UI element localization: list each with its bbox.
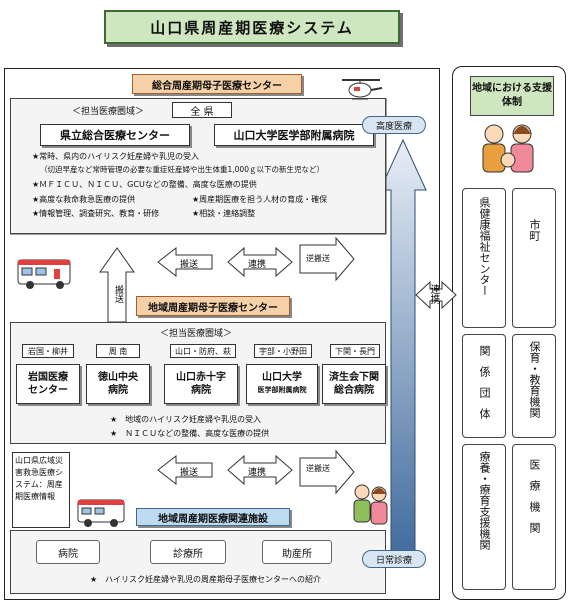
regional-center-label: 地域周産期母子医療センター	[136, 296, 290, 316]
helicopter-icon	[342, 79, 383, 100]
family-support-icon	[482, 124, 534, 173]
support-box-organizations: 関係団体	[462, 334, 506, 438]
area-all-prefecture: 全 県	[172, 102, 232, 118]
hospital-line1: 岩国医療	[28, 372, 68, 383]
support-box-health-center: 県健康福祉センター	[462, 188, 506, 328]
hospital-line2: 医学部附属病院	[257, 386, 307, 394]
family-icon	[353, 484, 388, 525]
hospital-line1: 徳山中央	[98, 372, 138, 383]
hospital-line2: 病院	[191, 385, 211, 396]
lower-transport-label: 搬送	[180, 468, 199, 478]
support-box-text: 県健康福祉センター	[478, 197, 491, 296]
lower-cooperate-label: 連携	[248, 468, 267, 478]
hospital-yamaguchi-redcross: 山口赤十字 病院	[164, 364, 238, 404]
area-iwakuni: 岩国・柳井	[22, 344, 74, 358]
care-level-arrow	[379, 138, 427, 561]
related-facilities-label: 地域周産期医療関連施設	[136, 508, 290, 526]
comprehensive-center-label: 総合周産期母子医療センター	[132, 74, 302, 94]
lower-reverse-label: 逆搬送	[306, 464, 330, 473]
area-label-mid: ＜担当医療圏域＞	[160, 329, 233, 339]
support-box-text: 療養・療育支援機関	[478, 451, 491, 550]
hospital-line1: 山口赤十字	[176, 372, 226, 383]
support-box-text: 保育・教育機関	[528, 341, 541, 418]
link-double-arrow	[415, 280, 457, 310]
facility-clinic: 診療所	[150, 540, 226, 564]
support-box-text: 関係団体	[478, 345, 491, 429]
area-label-top: ＜担当医療圏域＞	[72, 107, 145, 117]
hospital-yamaguchi-univ-regional: 山口大学 医学部附属病院	[246, 364, 318, 404]
upper-cooperate-label: 連携	[248, 260, 267, 270]
area-yamaguchi: 山口・防府、萩	[170, 344, 236, 358]
axis-top-label: 高度医療	[362, 116, 426, 134]
ambulance-icon	[17, 259, 71, 289]
hospital-line1: 山口大学	[262, 372, 302, 383]
support-box-childcare-education: 保育・教育機関	[512, 334, 556, 438]
support-box-municipality: 市町	[512, 188, 556, 328]
hospital-iwakuni: 岩国医療 センター	[16, 364, 80, 404]
mid-item-2: ★ ＮＩＣＵなどの整備、高度な医療の提供	[110, 429, 270, 438]
upper-reverse-label: 逆搬送	[306, 254, 330, 263]
top-item-7: ★相談・連絡調整	[192, 209, 256, 218]
area-shunan: 周 南	[96, 344, 140, 358]
upper-transport-label: 搬送	[180, 260, 199, 270]
support-box-text: 医療機関	[528, 459, 541, 543]
top-item-3: ★ＭＦＩＣＵ、ＮＩＣＵ、GCUなどの整備、高度な医療の提供	[32, 180, 257, 189]
hospital-saiseikai: 済生会下関 総合病院	[322, 364, 386, 404]
support-box-care-support: 療養・療育支援機関	[462, 444, 506, 590]
up-transport-label: 搬送	[113, 285, 123, 303]
up-transport-arrow	[99, 247, 135, 323]
support-title: 地域における支援体制	[470, 76, 554, 116]
main-frame	[4, 68, 440, 600]
hospital-line2: 総合病院	[334, 385, 374, 396]
side-link-label: 連携	[428, 284, 439, 304]
comprehensive-center-panel	[10, 98, 386, 234]
area-shimonoseki: 下関・長門	[330, 344, 380, 358]
hospital-tokuyama: 徳山中央 病院	[86, 364, 150, 404]
top-item-5: ★周産期医療を担う人材の育成・確保	[192, 195, 328, 204]
support-box-text: 市町	[528, 219, 541, 241]
top-item-2: （切迫早産など常時管理の必要な重症妊産婦や出生体重1,000ｇ以下の新生児など）	[40, 165, 324, 174]
mid-item-1: ★ 地域のハイリスク妊産婦や乳児の受入	[110, 415, 262, 424]
area-ube: 宇部・小野田	[254, 344, 312, 358]
facility-midwife: 助産所	[262, 540, 332, 564]
hospital-line1: 済生会下関	[329, 372, 379, 383]
ambulance-icon	[77, 499, 125, 527]
top-item-6: ★情報管理、調査研究、教育・研修	[32, 209, 160, 218]
disaster-system-box: 山口県広域災害救急医療システム：周産期医療情報	[12, 452, 70, 528]
page-title: 山口県周産期医療システム	[104, 10, 400, 44]
top-item-4: ★高度な救命救急医療の提供	[32, 195, 136, 204]
hospital-prefectural-center: 県立総合医療センター	[40, 124, 190, 146]
hospital-line2: センター	[28, 385, 68, 396]
support-frame	[452, 66, 566, 600]
facility-hospital: 病院	[36, 540, 100, 564]
hospital-line2: 病院	[108, 385, 128, 396]
axis-bottom-label: 日常診療	[362, 550, 426, 568]
support-box-medical-institutions: 医療機関	[512, 444, 556, 590]
top-item-1: ★常時、県内のハイリスク妊産婦や乳児の受入	[32, 152, 200, 161]
bottom-note: ★ ハイリスク妊産婦や乳児の周産期母子医療センターへの紹介	[90, 575, 322, 584]
hospital-yamaguchi-univ: 山口大学医学部附属病院	[214, 124, 374, 146]
